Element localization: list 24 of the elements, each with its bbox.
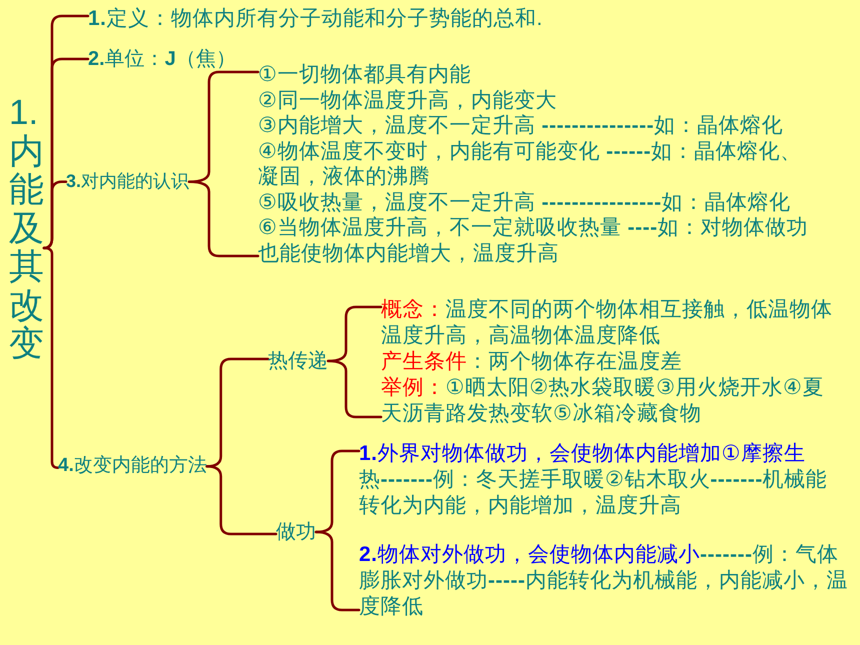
branch-label: 做功 — [276, 520, 316, 544]
list-item-text: ④物体温度不变时，内能有可能变化 ------如：晶体熔化、凝固，液体的沸腾 — [258, 138, 803, 190]
brace-line — [314, 530, 360, 612]
list-item-text: ③内能增大，温度不一定升高 ---------------如：晶体熔化 — [258, 113, 784, 138]
branch-label: 4.改变内能的方法 — [58, 455, 207, 478]
note-text: 1.外界对物体做功，会使物体内能增加①摩擦生 热-------例：冬天搓手取暖②钻木取火-------机械能转化为内能，内能增加，温度升高 — [359, 441, 834, 519]
brace-line — [206, 465, 278, 536]
list-item-text: ⑤吸收热量，温度不一定升高 ----------------如：晶体熔化 — [258, 190, 792, 215]
brace-line — [314, 450, 360, 534]
brace-line — [326, 306, 382, 418]
topic-heading: 1.内能及其改变 — [9, 94, 44, 364]
note-text: 概念：温度不同的两个物体相互接触，低温物体温度升高，高温物体温度降低 — [381, 297, 834, 349]
list-item-text: ①一切物体都具有内能 — [258, 62, 472, 88]
brace-line — [188, 70, 260, 258]
note-text: 产生条件：两个物体存在温度差 — [381, 349, 683, 375]
note-text: 2.物体对外做功，会使物体内能减小-------例：气体膨胀对外做功-----内能转化为机械能，内能减小，温度降低 — [359, 542, 849, 620]
branch-text: 2.单位：J（焦） — [88, 47, 236, 71]
list-item-text: ②同一物体温度升高，内能变大 — [258, 88, 558, 113]
note-text: 举例：①晒太阳②热水袋取暖③用火烧开水④夏天沥青路发热变软⑤冰箱冷藏食物 — [381, 375, 825, 427]
branch-text: 1.定义：物体内所有分子动能和分子势能的总和. — [88, 6, 543, 32]
list-item-text: ⑥当物体温度升高，不一定就吸收热量 ----如：对物体做功也能使物体内能增大，温度升高 — [258, 215, 810, 266]
branch-label: 3.对内能的认识 — [66, 171, 190, 193]
branch-label: 热传递 — [268, 349, 328, 373]
brace-line — [42, 180, 68, 250]
